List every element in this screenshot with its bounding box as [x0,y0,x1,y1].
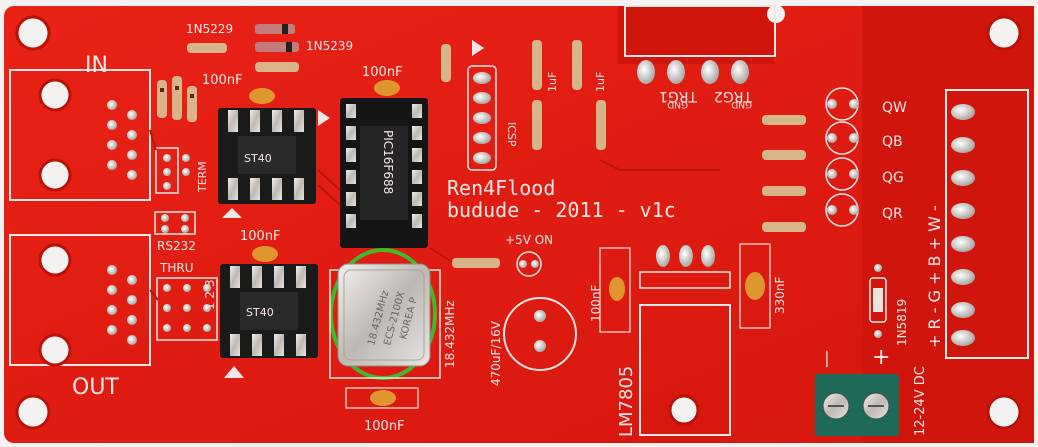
label-chip-lower-left: ST40 [246,306,274,319]
label-chip-upper-left: ST40 [244,152,272,165]
label-gnd-2: GND [731,99,752,109]
label-qg: QG [882,170,904,186]
label-rgbw: + R - G + B + W - [925,205,944,348]
resistors-left [157,76,197,122]
label-cap-lower-left: 100nF [240,229,281,244]
label-minus: — [816,350,837,368]
label-diode-1n5239: 1N5239 [306,39,353,53]
power-diode [869,264,887,338]
led-indicators [825,87,859,227]
label-rs232: RS232 [157,239,196,253]
cap-bottom [370,390,396,406]
traces [149,129,720,301]
cap-330 [745,272,765,300]
cap-330-outline [739,243,771,329]
elco-pad-b [534,340,546,352]
label-thru-digits: 1 2 3 [203,279,217,310]
arrow-lower-left [224,366,244,378]
label-chip-mid: PIC16F688 [381,130,395,194]
arrow-upper-left [222,208,242,218]
port-in [9,69,151,201]
crystal-resistor [452,258,500,268]
power-led-pad-b [531,260,539,268]
label-crystal-freq: 18.432MHz [443,300,457,368]
board-subtitle: budude - 2011 - v1c [447,198,676,222]
elco-outline [503,297,577,371]
label-diode-1n5229: 1N5229 [186,22,233,36]
arrow-side [318,110,330,126]
led-resistors [762,115,806,232]
cap-mid [374,80,400,96]
power-led-pad-a [519,260,527,268]
pcb-top-block [618,6,774,64]
trigger-header [624,5,776,84]
label-trg2: TRG2 [714,88,753,104]
label-qw: QW [882,100,907,116]
board-title: Ren4Flood [447,176,555,200]
socket-mid [340,98,428,248]
label-regulator: LM7805 [616,366,637,437]
rgbw-header [945,89,1029,359]
thru-jumper [156,277,218,341]
label-plus: + [872,345,890,370]
pcb-right-strip [862,6,1034,443]
label-cap-330: 330nF [773,276,787,314]
label-trg1: TRG1 [659,88,698,104]
label-power-diode: 1N5819 [895,299,909,346]
label-cap-reg: 100nF [589,284,603,322]
label-gnd-1: GND [667,99,688,109]
elco-pad-a [534,310,546,322]
zener-diodes [187,24,299,72]
resistor-icsp [441,44,451,82]
label-cap-bottom: 100nF [364,419,405,434]
label-cap-upper-left: 100nF [202,73,243,88]
regulator [639,245,731,436]
label-cap-1uf-a: 1uF [546,72,559,92]
cap-upper-left [249,88,275,104]
cap-reg [609,277,625,301]
term-jumper [155,147,190,194]
socket-lower-left [220,264,318,358]
label-cap-mid: 100nF [362,65,403,80]
rs232-jumper [154,211,196,235]
cap-bottom-outline [345,387,419,409]
cap-lower-left [252,246,278,262]
label-thru: THRU [159,261,193,275]
label-power-led: +5V ON [505,233,553,247]
socket-upper-left [218,108,316,204]
label-dc-input: 12-24V DC [913,366,928,436]
label-qb: QB [882,134,903,150]
port-out [9,234,151,367]
caps-1uf [532,40,606,150]
power-led [516,251,542,277]
label-term: TERM [196,161,209,193]
label-icsp: ICSP [505,122,518,147]
crystal [329,263,441,379]
icsp-header [467,65,497,171]
label-qr: QR [882,206,903,222]
dc-terminal [815,374,899,436]
label-out: OUT [72,375,119,400]
arrow-icsp [472,40,484,56]
label-elco: 470uF/16V [489,320,503,386]
label-cap-1uf-b: 1uF [594,72,607,92]
cap-reg-outline [599,247,631,333]
label-in: IN [85,53,108,78]
